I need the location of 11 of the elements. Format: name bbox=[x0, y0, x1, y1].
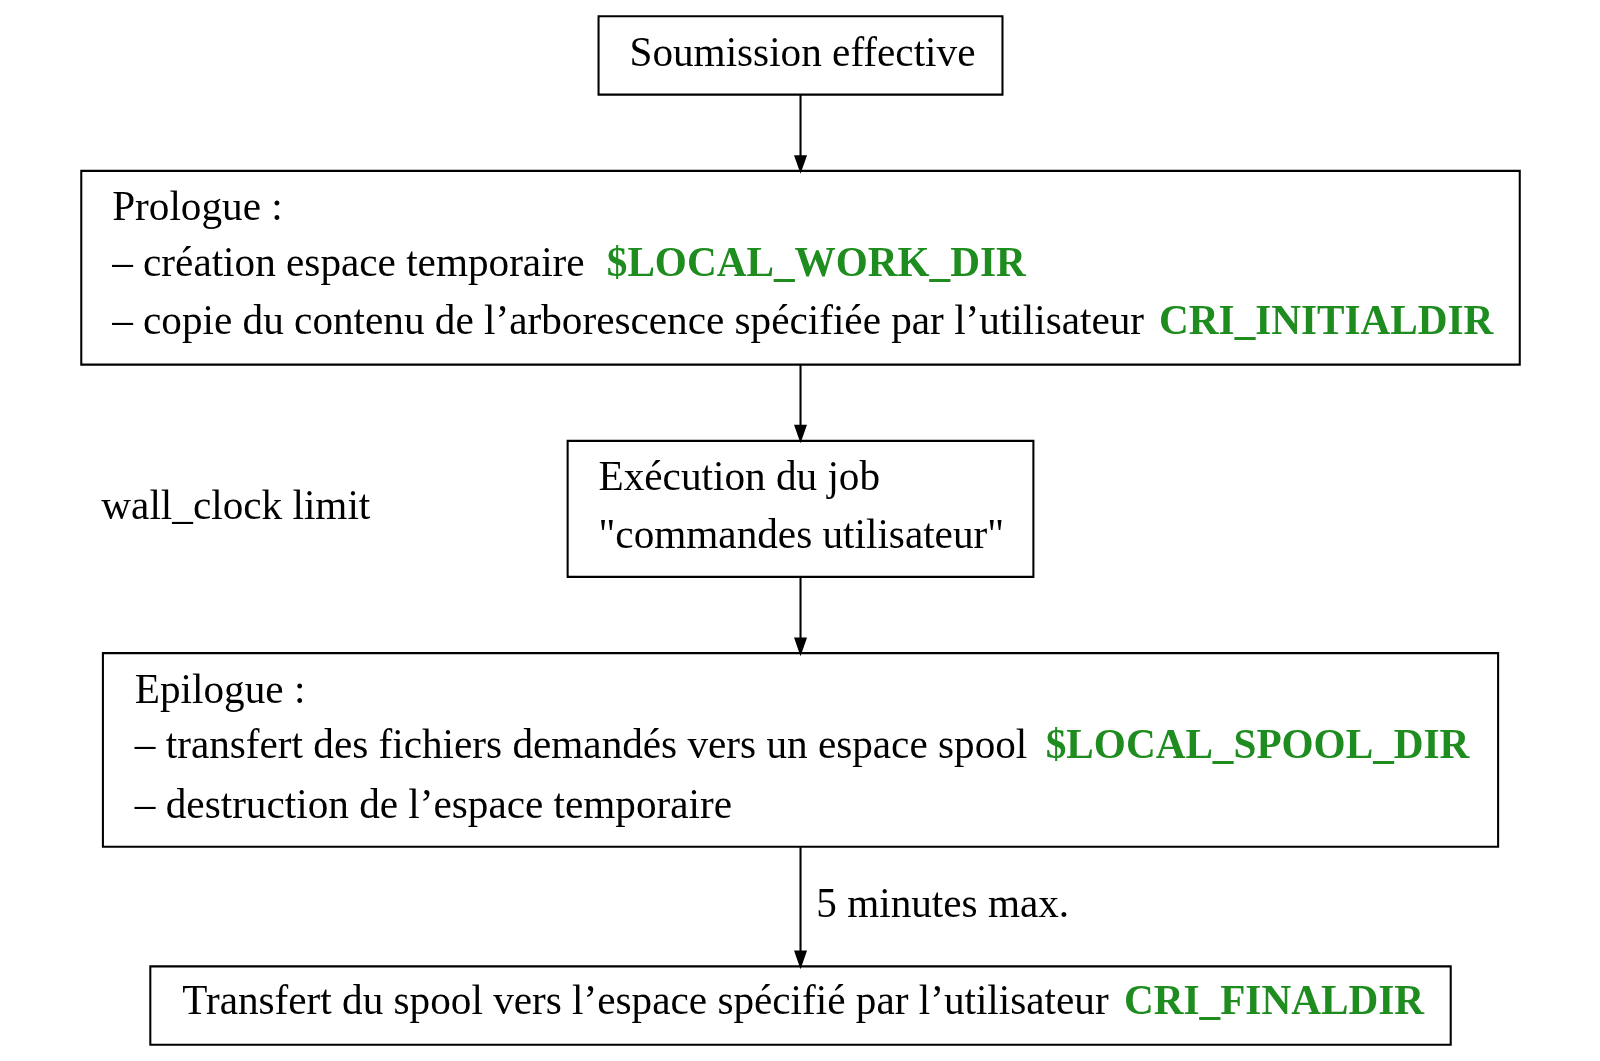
edge-label: 5 minutes max. bbox=[816, 879, 1070, 926]
arrow bbox=[794, 364, 807, 444]
arrow bbox=[794, 576, 807, 657]
node-box: Exécution du job "commandes utilisateur" bbox=[566, 439, 1035, 578]
node-box: Transfert du spool vers l’espace spécifié par l’utilisateur CRI_FINALDIR bbox=[149, 965, 1452, 1046]
arrow bbox=[794, 94, 807, 174]
arrow bbox=[794, 847, 807, 970]
node-box: Prologue : – création espace temporaire $LOCAL_WORK_DIR – copie du contenu de l’arborescence spécifiée par l’utilisateur CRI_INITIALDIR bbox=[80, 169, 1521, 366]
label: wall_clock limit bbox=[101, 482, 371, 529]
node-box: Epilogue : – transfert des fichiers demandés vers un espace spool $LOCAL_SPOOL_DIR – destruction de l’espace temporaire bbox=[101, 652, 1500, 848]
node-box: Soumission effective bbox=[597, 15, 1004, 96]
